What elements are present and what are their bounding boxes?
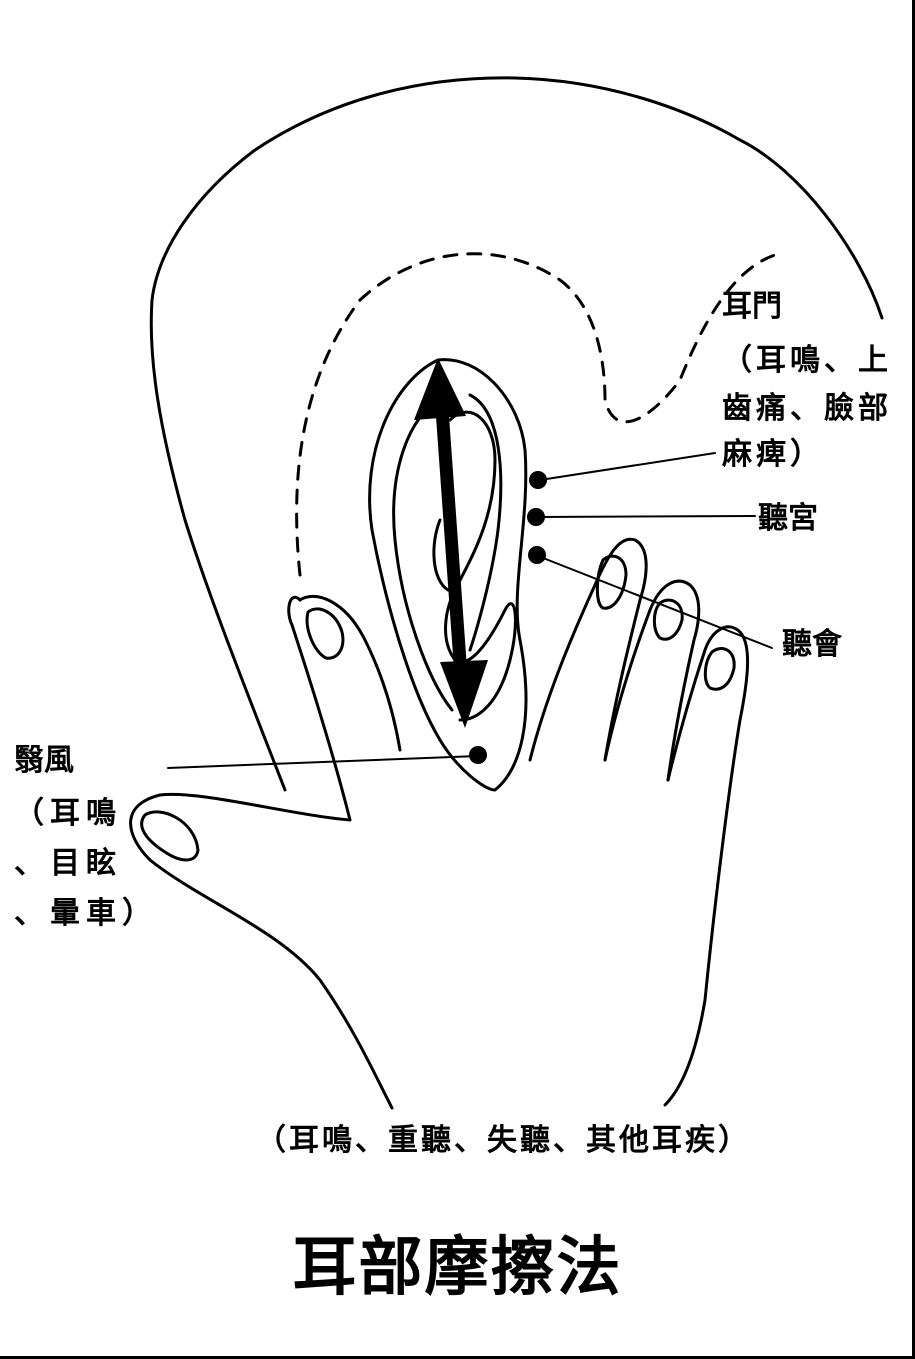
hand-thumb-palm xyxy=(129,596,394,1110)
acupoint-tinghui-dot xyxy=(528,546,546,564)
middle-finger xyxy=(603,579,701,782)
leader-line-tinggong xyxy=(537,515,756,518)
index-finger xyxy=(528,537,648,762)
label-ermen: 耳門 xyxy=(722,289,782,324)
ear-tragus xyxy=(432,518,450,592)
label-tinghui: 聽會 xyxy=(782,627,842,662)
ring-nail xyxy=(703,647,736,691)
double-headed-arrow-icon xyxy=(414,358,488,728)
ear-antihelix xyxy=(392,393,503,712)
lower-thumbnail xyxy=(140,810,200,862)
label-ermen-indication: 齒痛、臉部 xyxy=(722,391,892,426)
page-title: 耳部摩擦法 xyxy=(292,1230,623,1305)
ring-finger xyxy=(663,625,749,1107)
indications-caption: （耳鳴、重聽、失聽、其他耳疾） xyxy=(256,1123,751,1158)
middle-nail xyxy=(652,598,684,641)
hairline-dashed xyxy=(295,252,777,577)
acupoint-ermen-dot xyxy=(529,471,547,489)
index-nail xyxy=(595,554,628,610)
label-yifeng-indication: 、暈車） xyxy=(14,896,158,931)
label-ermen-indication: （耳鳴、上 xyxy=(722,343,892,378)
label-tinggong: 聽宮 xyxy=(758,501,818,536)
label-yifeng-indication: （耳鳴 xyxy=(14,796,122,831)
hand-thumb-top xyxy=(298,594,402,752)
leader-line-tinghui xyxy=(537,555,773,649)
label-yifeng-indication: 、目眩 xyxy=(14,846,122,881)
leader-line-ermen xyxy=(539,452,716,481)
leader-line-yifeng xyxy=(167,755,479,769)
head-outline xyxy=(149,76,884,792)
thumbnail xyxy=(305,607,345,660)
ear-helix xyxy=(368,358,528,792)
label-ermen-indication: 麻痺） xyxy=(722,437,824,472)
label-yifeng: 翳風 xyxy=(14,743,74,778)
acupoint-yifeng-dot xyxy=(469,746,487,764)
acupoint-tinggong-dot xyxy=(527,508,545,526)
